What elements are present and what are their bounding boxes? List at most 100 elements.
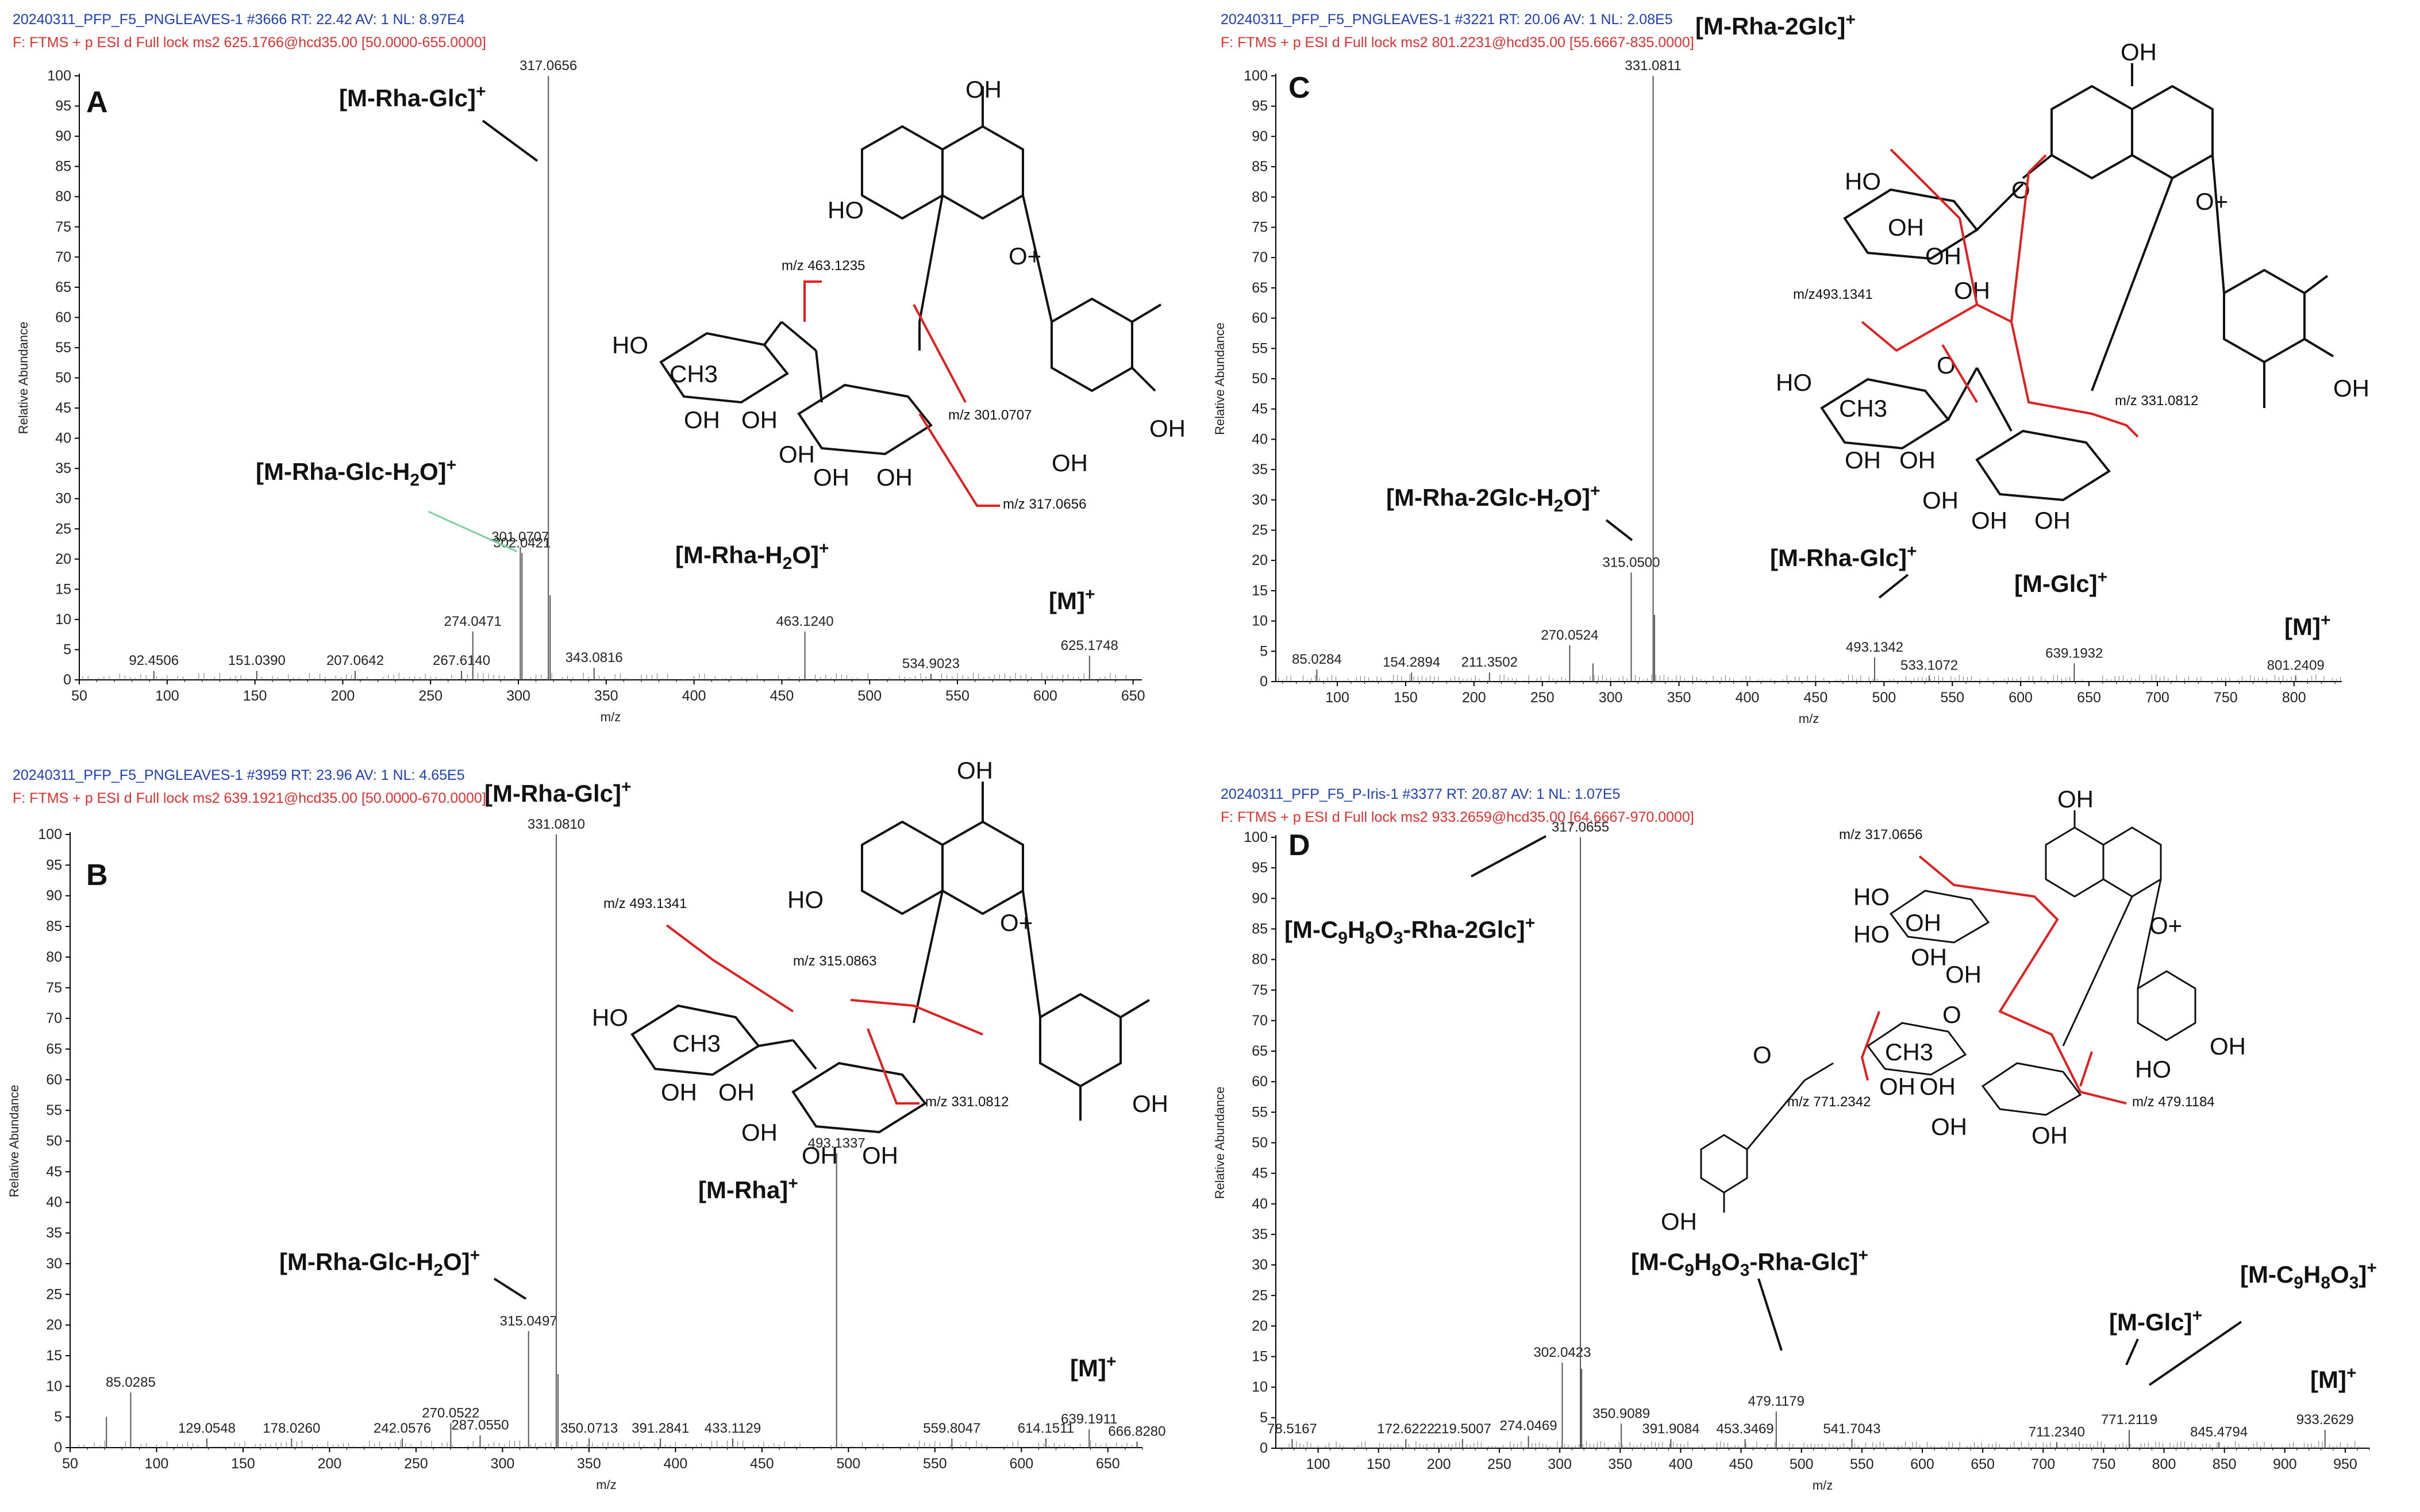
struct-text: O+	[1000, 909, 1033, 936]
peak-label: 302.0423	[1533, 1345, 1591, 1360]
struct-text: OH	[661, 1079, 697, 1106]
noise-peaks	[1278, 674, 2341, 682]
struct-text: OH	[741, 1119, 778, 1146]
panel-b-spectrum: 0510152025303540455055606570758085909510…	[7, 817, 1166, 1492]
y-tick-label: 45	[55, 400, 71, 416]
panel-letter-b: B	[86, 859, 108, 892]
fragment-label: m/z 315.0863	[793, 953, 876, 969]
fragment-label: m/z 317.0656	[1839, 827, 1922, 842]
panel-c-structure	[1820, 63, 2334, 502]
peak-label: 391.9084	[1642, 1421, 1699, 1437]
x-tick-label: 800	[2282, 690, 2306, 706]
x-tick-label: 950	[2333, 1456, 2357, 1472]
panel-a-structure	[659, 86, 1162, 456]
ion-label: [M-Rha-H2O]+	[675, 539, 829, 573]
y-tick-label: 0	[1260, 674, 1268, 690]
peak-label: 350.0713	[560, 1421, 618, 1436]
y-tick-label: 90	[1252, 890, 1268, 906]
x-tick-label: 350	[1608, 1456, 1632, 1472]
x-tick-label: 200	[1427, 1456, 1451, 1472]
peak-label: 129.0548	[178, 1421, 236, 1436]
struct-text: OH	[2210, 1033, 2246, 1060]
struct-text: OH	[1879, 1073, 1915, 1100]
peak-label: 493.1337	[808, 1136, 865, 1151]
peak-label: 207.0642	[326, 653, 384, 668]
fragment-label: m/z 771.2342	[1787, 1094, 1871, 1110]
ion-label: [M-Rha-2Glc]+	[1695, 10, 1856, 40]
ion-label: [M]+	[1049, 585, 1095, 614]
y-tick-label: 35	[46, 1225, 62, 1241]
struct-text: OH	[1911, 944, 1947, 971]
y-tick-label: 70	[1252, 249, 1268, 266]
peak-label: 493.1342	[1846, 640, 1903, 655]
y-tick-label: 60	[55, 309, 71, 325]
x-tick-label: 150	[231, 1456, 255, 1472]
struct-text: OH	[718, 1079, 755, 1106]
panel-b-ion-labels: [M-Rha-Glc]+ [M-Rha-Glc-H2O]+ [M-Rha]+ […	[279, 778, 1117, 1382]
x-tick-label: 850	[2213, 1456, 2237, 1472]
struct-text: OH	[1149, 415, 1186, 442]
x-tick-label: 250	[1487, 1456, 1511, 1472]
peak-label: 315.0500	[1602, 555, 1660, 570]
ion-label: [M-C9H8O3]+	[2240, 1259, 2377, 1292]
fragment-label: m/z 463.1235	[782, 258, 865, 274]
peak-label: 625.1748	[1061, 638, 1118, 653]
panel-c-ion-labels: [M-Rha-2Glc]+ [M-Rha-2Glc-H2O]+ [M-Rha-G…	[1386, 10, 2331, 640]
struct-text: HO	[787, 886, 824, 913]
peak-label: 267.6140	[433, 653, 490, 668]
struct-text: OH	[2057, 786, 2094, 813]
y-tick-label: 50	[55, 370, 71, 386]
x-axis-label: m/z	[596, 1478, 616, 1492]
peak-label: 270.0522	[422, 1405, 479, 1421]
fragment-label: m/z 493.1341	[603, 896, 687, 911]
y-tick-label: 5	[1260, 643, 1268, 659]
peak-label: 219.5007	[1434, 1421, 1491, 1437]
y-tick-label: 25	[1252, 522, 1268, 538]
y-tick-label: 25	[1252, 1287, 1268, 1303]
ion-label: [M-Rha-2Glc-H2O]+	[1386, 482, 1600, 515]
panel-letter-d: D	[1288, 829, 1310, 862]
struct-text: CH3	[672, 1030, 721, 1057]
panel-d-header-1: 20240311_PFP_F5_P-Iris-1 #3377 RT: 20.87…	[1221, 786, 1620, 802]
struct-text: OH	[1945, 961, 1982, 988]
x-tick-label: 250	[418, 688, 443, 704]
y-tick-label: 95	[1252, 860, 1268, 876]
peak-label: 933.2629	[2296, 1412, 2354, 1428]
panel-a-fragment-arrows	[803, 280, 1000, 507]
ion-label: [M]+	[2284, 611, 2331, 640]
y-tick-label: 20	[55, 551, 71, 567]
x-tick-label: 100	[145, 1456, 169, 1472]
x-tick-label: 150	[243, 688, 267, 704]
x-tick-label: 300	[506, 688, 530, 704]
x-tick-label: 550	[923, 1456, 947, 1472]
y-tick-label: 30	[55, 491, 71, 507]
y-tick-label: 60	[46, 1072, 62, 1088]
peak-label: 343.0816	[565, 650, 623, 665]
struct-text: O+	[2195, 188, 2228, 215]
panel-c-spectrum: 0510152025303540455055606570758085909510…	[1213, 58, 2342, 726]
fragment-label: m/z493.1341	[1793, 287, 1873, 302]
x-tick-label: 350	[577, 1456, 601, 1472]
x-tick-label: 600	[1910, 1456, 1934, 1472]
struct-text: OH	[2032, 1122, 2068, 1149]
x-tick-label: 900	[2273, 1456, 2297, 1472]
x-tick-label: 450	[770, 688, 794, 704]
y-tick-label: 40	[1252, 431, 1268, 447]
x-tick-label: 500	[1872, 690, 1896, 706]
y-tick-label: 35	[1252, 461, 1268, 478]
x-tick-label: 250	[1530, 690, 1555, 706]
y-tick-label: 45	[1252, 1165, 1268, 1182]
struct-text: OH	[876, 464, 913, 491]
struct-text: OH	[802, 1142, 838, 1169]
x-tick-label: 550	[1850, 1456, 1874, 1472]
struct-text: OH	[957, 757, 993, 784]
peak-label: 178.0260	[263, 1421, 320, 1436]
panel-d-fragment-arrows	[1860, 855, 2127, 1105]
x-tick-label: 200	[331, 688, 355, 704]
panel-b-structure-text: OH HO O+ HO CH3 OH OH OH OH OH OH	[592, 757, 1168, 1169]
struct-text: OH	[1845, 447, 1881, 474]
peak-label: 172.6222	[1377, 1421, 1434, 1437]
x-tick-label: 650	[1096, 1456, 1120, 1472]
